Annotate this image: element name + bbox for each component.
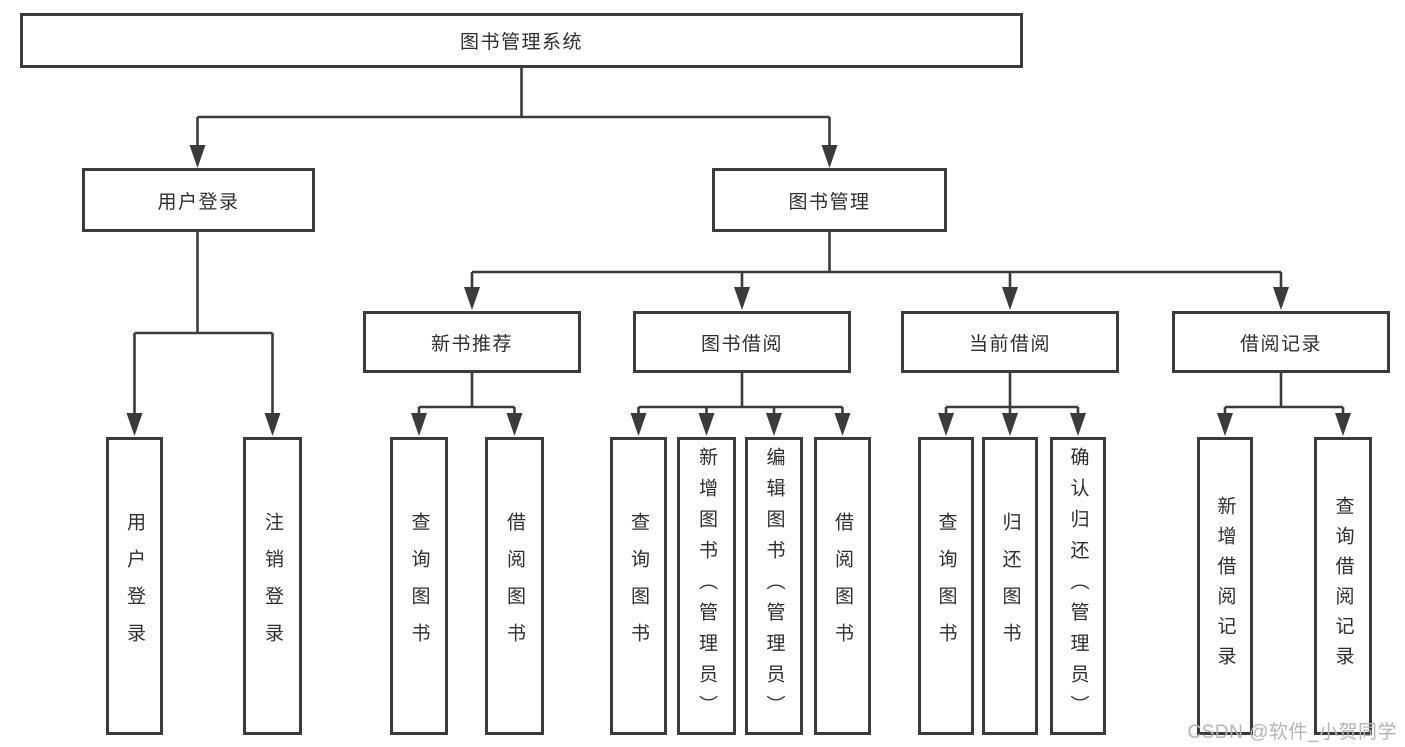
node-label: 图书管理系统: [459, 32, 583, 53]
node-label: 查询图书: [628, 512, 649, 660]
node-label: 借阅图书: [504, 512, 525, 660]
arrow-down-icon: [1273, 287, 1289, 310]
arrow-down-icon: [411, 413, 427, 436]
leaf-query-books: 查询图书: [918, 437, 974, 735]
node-label: 查询借阅记录: [1332, 496, 1354, 676]
arrow-down-icon: [1070, 413, 1086, 436]
leaf-edit-books-admin: 编辑图书（管理员）: [745, 437, 803, 735]
leaf-query-books: 查询图书: [610, 437, 667, 735]
arrow-down-icon: [834, 413, 851, 436]
arrow-down-icon: [821, 145, 838, 168]
connector-user-login-branch: [126, 232, 281, 436]
node-book-management: 图书管理: [712, 168, 947, 232]
arrow-down-icon: [1002, 413, 1018, 436]
node-book-borrow: 图书借阅: [633, 311, 851, 373]
node-label: 查询图书: [408, 512, 430, 660]
arrow-down-icon: [734, 287, 750, 310]
node-label: 借阅图书: [832, 512, 853, 660]
node-user-login: 用户登录: [82, 168, 315, 232]
connector-new-book-branch: [411, 373, 523, 436]
arrow-down-icon: [506, 413, 523, 436]
leaf-user-login: 用户登录: [106, 437, 163, 735]
connector-root-to-level2: [189, 68, 838, 168]
node-label: 当前借阅: [968, 333, 1051, 355]
arrow-down-icon: [189, 145, 206, 168]
arrow-down-icon: [264, 413, 281, 436]
node-label: 编辑图书（管理员）: [763, 446, 785, 726]
node-label: 新增借阅记录: [1214, 496, 1236, 676]
leaf-add-borrow-record: 新增借阅记录: [1197, 437, 1253, 735]
arrow-down-icon: [1002, 287, 1018, 310]
node-label: 图书管理: [788, 191, 871, 213]
node-label: 新书推荐: [430, 333, 513, 355]
connector-book-management-branch: [464, 232, 1289, 310]
node-label: 注销登录: [262, 512, 283, 660]
arrow-down-icon: [1217, 413, 1233, 436]
leaf-return-books: 归还图书: [982, 437, 1038, 735]
leaf-confirm-return-admin: 确认归还（管理员）: [1050, 437, 1106, 735]
node-label: 新增图书（管理员）: [696, 446, 717, 726]
node-label: 查询图书: [935, 512, 957, 660]
node-current-borrow: 当前借阅: [901, 311, 1119, 373]
node-label: 借阅记录: [1239, 333, 1322, 355]
node-label: 确认归还（管理员）: [1067, 446, 1089, 726]
arrow-down-icon: [938, 413, 954, 436]
node-label: 图书借阅: [700, 333, 783, 355]
node-label: 用户登录: [124, 512, 145, 660]
arrow-down-icon: [766, 413, 782, 436]
connector-book-borrow-branch: [630, 373, 851, 436]
leaf-query-books: 查询图书: [390, 437, 448, 735]
leaf-borrow-books: 借阅图书: [485, 437, 544, 735]
connector-current-borrow-branch: [938, 373, 1086, 436]
arrow-down-icon: [630, 413, 647, 436]
connector-borrow-records-branch: [1217, 373, 1351, 436]
node-new-book-recommend: 新书推荐: [363, 311, 581, 373]
leaf-query-borrow-record: 查询借阅记录: [1314, 437, 1372, 735]
node-label: 用户登录: [157, 191, 240, 213]
arrow-down-icon: [1335, 413, 1351, 436]
leaf-logout: 注销登录: [243, 437, 302, 735]
arrow-down-icon: [126, 413, 143, 436]
node-label: 归还图书: [999, 512, 1021, 660]
node-borrow-records: 借阅记录: [1172, 311, 1390, 373]
node-root-system: 图书管理系统: [20, 13, 1023, 68]
csdn-watermark: CSDN @软件_小贺同学: [1187, 722, 1397, 743]
leaf-borrow-books: 借阅图书: [814, 437, 871, 735]
arrow-down-icon: [698, 413, 715, 436]
leaf-add-books-admin: 新增图书（管理员）: [677, 437, 736, 735]
arrow-down-icon: [464, 287, 480, 310]
